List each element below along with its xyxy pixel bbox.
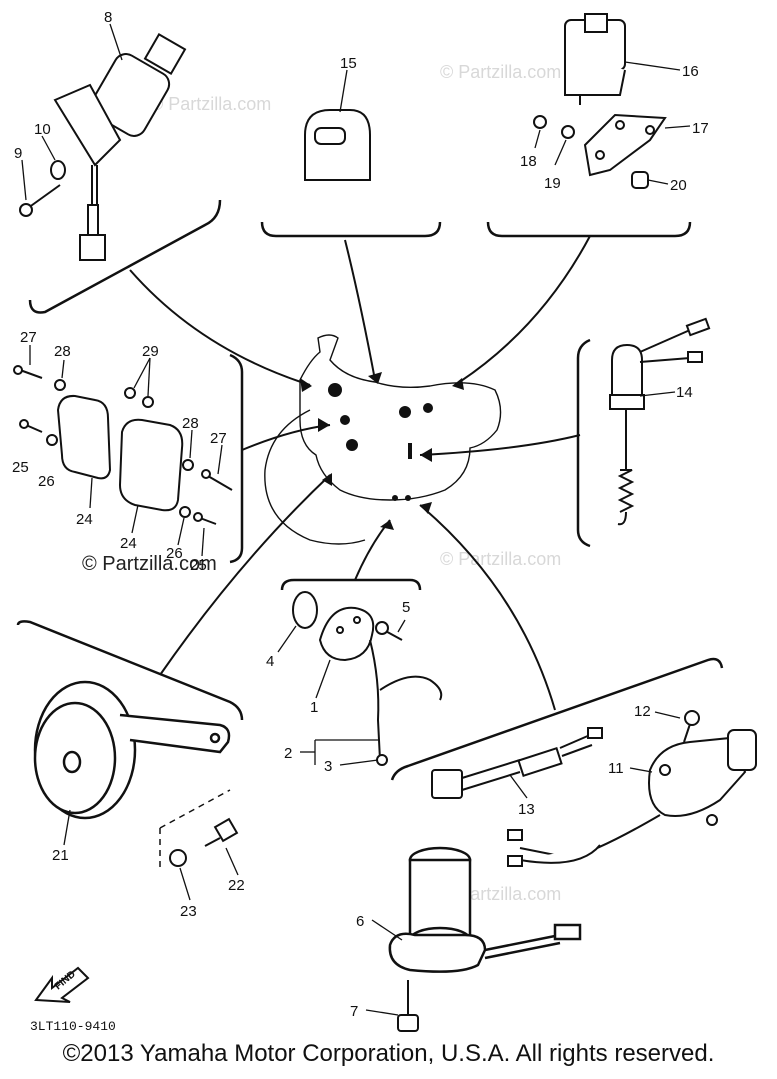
callouts: 8 10 9 15 16 17 18 19 20 14 27 28 29 28 … — [12, 9, 709, 1020]
bolt-12 — [683, 710, 700, 743]
flasher-relay-16-part — [564, 13, 626, 105]
callout-21: 21 — [52, 847, 69, 864]
callout-24a: 24 — [76, 511, 93, 528]
callout-20: 20 — [670, 177, 687, 194]
callout-25b: 25 — [190, 557, 207, 574]
callout-27a: 27 — [20, 329, 37, 346]
diagram-code: 3LT110-9410 — [30, 1019, 116, 1034]
wire-harness-13-part — [431, 727, 603, 799]
callout-26b: 26 — [166, 545, 183, 562]
callout-24b: 24 — [120, 535, 137, 552]
bolt-9 — [19, 184, 61, 217]
callout-28a: 28 — [54, 343, 71, 360]
sending-unit-1-part — [318, 606, 443, 766]
callout-12: 12 — [634, 703, 651, 720]
callout-8: 8 — [104, 9, 112, 26]
turn-signal-lens-24 — [56, 394, 184, 512]
chassis-outline — [264, 334, 502, 545]
screw-5 — [375, 621, 403, 641]
callout-3: 3 — [324, 758, 332, 775]
bolt-7 — [397, 980, 419, 1032]
solenoid-6-part — [388, 846, 582, 973]
callout-13: 13 — [518, 801, 535, 818]
callout-7: 7 — [350, 1003, 358, 1020]
callout-9: 9 — [14, 145, 22, 162]
chassis-mount-points — [328, 383, 433, 501]
watermark: © Partzilla.com — [82, 553, 217, 575]
watermark: © Partzilla.com — [440, 62, 561, 82]
callout-2: 2 — [284, 745, 292, 762]
find-arrow-icon: FIND — [34, 966, 90, 1003]
washer-19 — [561, 125, 575, 139]
callout-1: 1 — [310, 699, 318, 716]
callout-15: 15 — [340, 55, 357, 72]
watermark: © Partzilla.com — [440, 549, 561, 569]
o-ring-4 — [292, 591, 318, 629]
callout-4: 4 — [266, 653, 274, 670]
washer-10 — [50, 160, 66, 180]
callout-leaders — [21, 23, 691, 1016]
brake-switch-14-part — [609, 317, 711, 526]
callout-19: 19 — [544, 175, 561, 192]
horn-21-part — [33, 680, 231, 820]
copyright-notice: ©2013 Yamaha Motor Corporation, U.S.A. A… — [62, 1040, 715, 1067]
callout-18: 18 — [520, 153, 537, 170]
screws-25-27 — [13, 365, 233, 525]
nut-20 — [631, 171, 649, 189]
nut-23 — [169, 849, 187, 867]
callout-27b: 27 — [210, 430, 227, 447]
callout-14: 14 — [676, 384, 693, 401]
relay-15-part — [304, 109, 371, 181]
callout-17: 17 — [692, 120, 709, 137]
callout-28b: 28 — [182, 415, 199, 432]
ignition-switch-part — [53, 33, 187, 261]
chassis-arrow-heads — [300, 372, 464, 530]
dashed-guide — [159, 789, 231, 870]
callout-10: 10 — [34, 121, 51, 138]
washers-26-28-29 — [46, 379, 194, 518]
callout-11: 11 — [608, 760, 624, 777]
callout-26a: 26 — [38, 473, 55, 490]
bracket-17-part — [583, 113, 667, 177]
callout-22: 22 — [228, 877, 245, 894]
neutral-switch-11-part — [507, 729, 757, 867]
watermark: © Partzilla.com — [150, 94, 271, 114]
screw-18 — [533, 115, 547, 129]
callout-5: 5 — [402, 599, 410, 616]
callout-25a: 25 — [12, 459, 29, 476]
callout-23: 23 — [180, 903, 197, 920]
grouping-brackets — [16, 199, 724, 781]
callout-6: 6 — [356, 913, 364, 930]
callout-29: 29 — [142, 343, 159, 360]
callout-16: 16 — [682, 63, 699, 80]
bolt-22 — [204, 817, 239, 847]
